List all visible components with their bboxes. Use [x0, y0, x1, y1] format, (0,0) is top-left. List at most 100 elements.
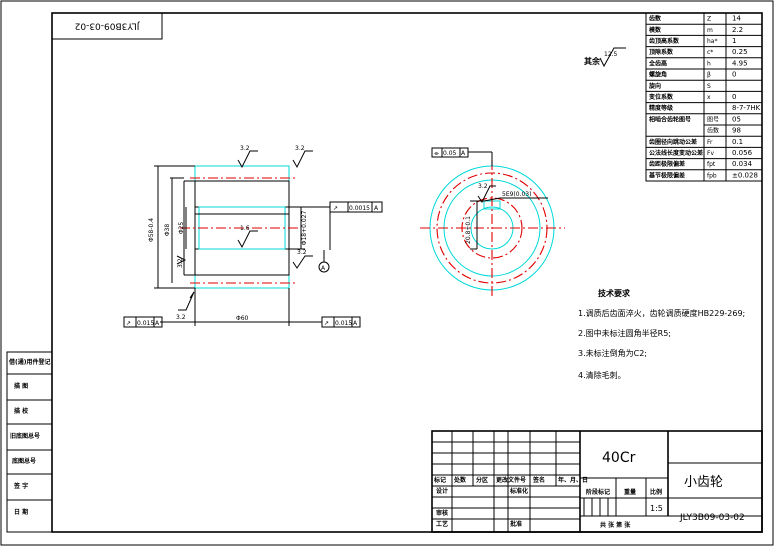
dim-bore-dia: Φ18+0.027	[301, 211, 308, 246]
tech-req-item-2: 2.图中未标注圆角半径R5;	[578, 328, 671, 338]
dim-outer-dia: Φ58-0.4	[148, 218, 155, 242]
param-symbol: 图号	[707, 116, 719, 123]
param-symbol: c*	[707, 49, 713, 56]
tb-count: 处数	[453, 476, 467, 484]
svg-text:⌯: ⌯	[434, 150, 439, 157]
param-name: 齿圈径向跳动公差	[649, 138, 697, 146]
param-name: 齿数	[649, 15, 662, 23]
param-value: 4.95	[732, 59, 748, 67]
title-block: 标记 处数 分区 更改文件号 签名 年、月、日 设计 标准化 审核 工艺 批准 …	[431, 430, 763, 533]
keyway-label: 5E9(0.03)	[502, 191, 531, 198]
param-symbol: Fv	[707, 150, 714, 157]
left-block-2: 描 图	[14, 382, 28, 390]
hatch-bottom	[194, 248, 290, 276]
param-value: 05	[732, 115, 741, 123]
param-symbol: S	[707, 83, 711, 90]
tb-review: 审核	[436, 509, 448, 517]
param-value: 0.1	[732, 138, 743, 146]
param-symbol: x	[707, 94, 711, 101]
tb-process: 工艺	[436, 520, 448, 528]
tol-left-value: 0.015	[137, 320, 154, 327]
dim-inner-dia: Φ25	[178, 222, 185, 235]
param-value: 0	[732, 93, 736, 101]
tb-change-doc: 更改文件号	[496, 476, 526, 484]
param-name: 顶隙系数	[649, 48, 674, 56]
param-name: 旋向	[648, 82, 661, 90]
svg-text:↗: ↗	[324, 320, 329, 327]
roughness-note: 其余	[584, 56, 601, 66]
param-value: 0	[732, 71, 736, 79]
svg-text:↗: ↗	[126, 320, 131, 327]
tol-left-datum: A	[155, 320, 160, 327]
dim-length: Φ60	[236, 315, 249, 322]
param-value: 1	[732, 37, 736, 45]
rough-face-top: 3.2	[240, 145, 250, 152]
param-name: 齿距极限偏差	[649, 160, 685, 168]
tb-date: 年、月、日	[558, 476, 588, 484]
param-value: 0.25	[732, 48, 748, 56]
general-roughness: 其余 12.5	[584, 47, 626, 68]
tb-material: 40Cr	[602, 450, 636, 466]
param-symbol: fpt	[707, 161, 716, 168]
tb-design: 设计	[436, 487, 448, 495]
tb-approve: 批准	[510, 520, 522, 528]
hatch-top	[194, 180, 290, 208]
param-value: 14	[732, 15, 741, 23]
left-block-4: 旧底图总号	[10, 432, 40, 440]
tb-weight: 重量	[624, 488, 636, 496]
tol-right-value: 0.015	[335, 320, 352, 327]
tol-runout-datum: A	[374, 205, 379, 212]
param-symbol: h	[707, 60, 711, 67]
param-name: 公法线长度变动公差	[649, 149, 703, 157]
param-name: 基节极限偏差	[648, 171, 685, 179]
param-name: 螺旋角	[649, 71, 667, 79]
tb-part-name: 小齿轮	[684, 475, 723, 490]
param-value: 8-7-7HK	[732, 104, 761, 112]
tol-runout-value: 0.0015	[349, 205, 370, 212]
section-view: Φ58-0.4 Φ38 Φ25 Φ18+0.027 ↗ 0.0015 A A 3…	[123, 145, 383, 328]
tech-requirements: 技术要求 1.调质后齿面淬火，齿轮调质硬度HB229-269; 2.图中未标注圆…	[578, 288, 745, 380]
param-value: 0.056	[732, 149, 753, 157]
param-symbol: 齿数	[707, 127, 719, 135]
param-name: 精度等级	[649, 104, 673, 112]
tb-zone: 分区	[476, 476, 488, 484]
dim-root-dia: Φ38	[164, 224, 171, 237]
param-name: 变位系数	[649, 93, 674, 101]
tb-sheet-info: 共 张 第 张	[600, 521, 631, 529]
param-value: ±0.028	[732, 171, 758, 179]
end-view: 20.8+0.1 5E9(0.03) 3.2 ⌯ 0.05 A	[420, 147, 565, 296]
datum-letter: A	[321, 265, 326, 272]
tol-right-datum: A	[353, 320, 358, 327]
param-name: 齿顶高系数	[649, 37, 680, 45]
rough-face-right: 3.2	[295, 145, 305, 152]
param-symbol: m	[707, 27, 713, 34]
rough-bottom-left: 3.2	[176, 314, 186, 321]
param-symbol: fpb	[707, 172, 717, 179]
param-name: 相啮合齿轮图号	[649, 115, 691, 123]
left-block-3: 描 校	[14, 407, 29, 415]
rough-bottom-right: 3.2	[297, 249, 307, 256]
tech-req-item-4: 4.清除毛刺。	[578, 370, 626, 380]
left-block-5: 底图总号	[12, 457, 36, 465]
tb-mark: 标记	[433, 476, 446, 484]
tech-req-item-3: 3.未标注倒角为C2;	[578, 348, 647, 358]
param-symbol: ha*	[707, 38, 717, 45]
rough-side-view: 3.2	[478, 183, 488, 190]
left-block-7: 日 期	[14, 508, 28, 516]
tb-scale: 1:5	[650, 504, 663, 513]
tb-drawing-no: JLY3B09-03-02	[679, 513, 745, 523]
rotated-drawing-number: JLY3B09-03-02	[51, 12, 163, 40]
tech-req-item-1: 1.调质后齿面淬火，齿轮调质硬度HB229-269;	[578, 308, 745, 318]
drawing-frame	[51, 12, 763, 533]
tb-standardize: 标准化	[509, 487, 528, 495]
param-name: 模数	[649, 26, 662, 34]
param-value: 98	[732, 127, 741, 135]
tol-circle-datum: A	[461, 150, 466, 157]
rough-left-face: 3.2	[177, 258, 184, 268]
svg-text:↗: ↗	[333, 205, 338, 212]
datum-circle	[318, 261, 330, 273]
tb-scale-label: 比例	[650, 488, 662, 496]
